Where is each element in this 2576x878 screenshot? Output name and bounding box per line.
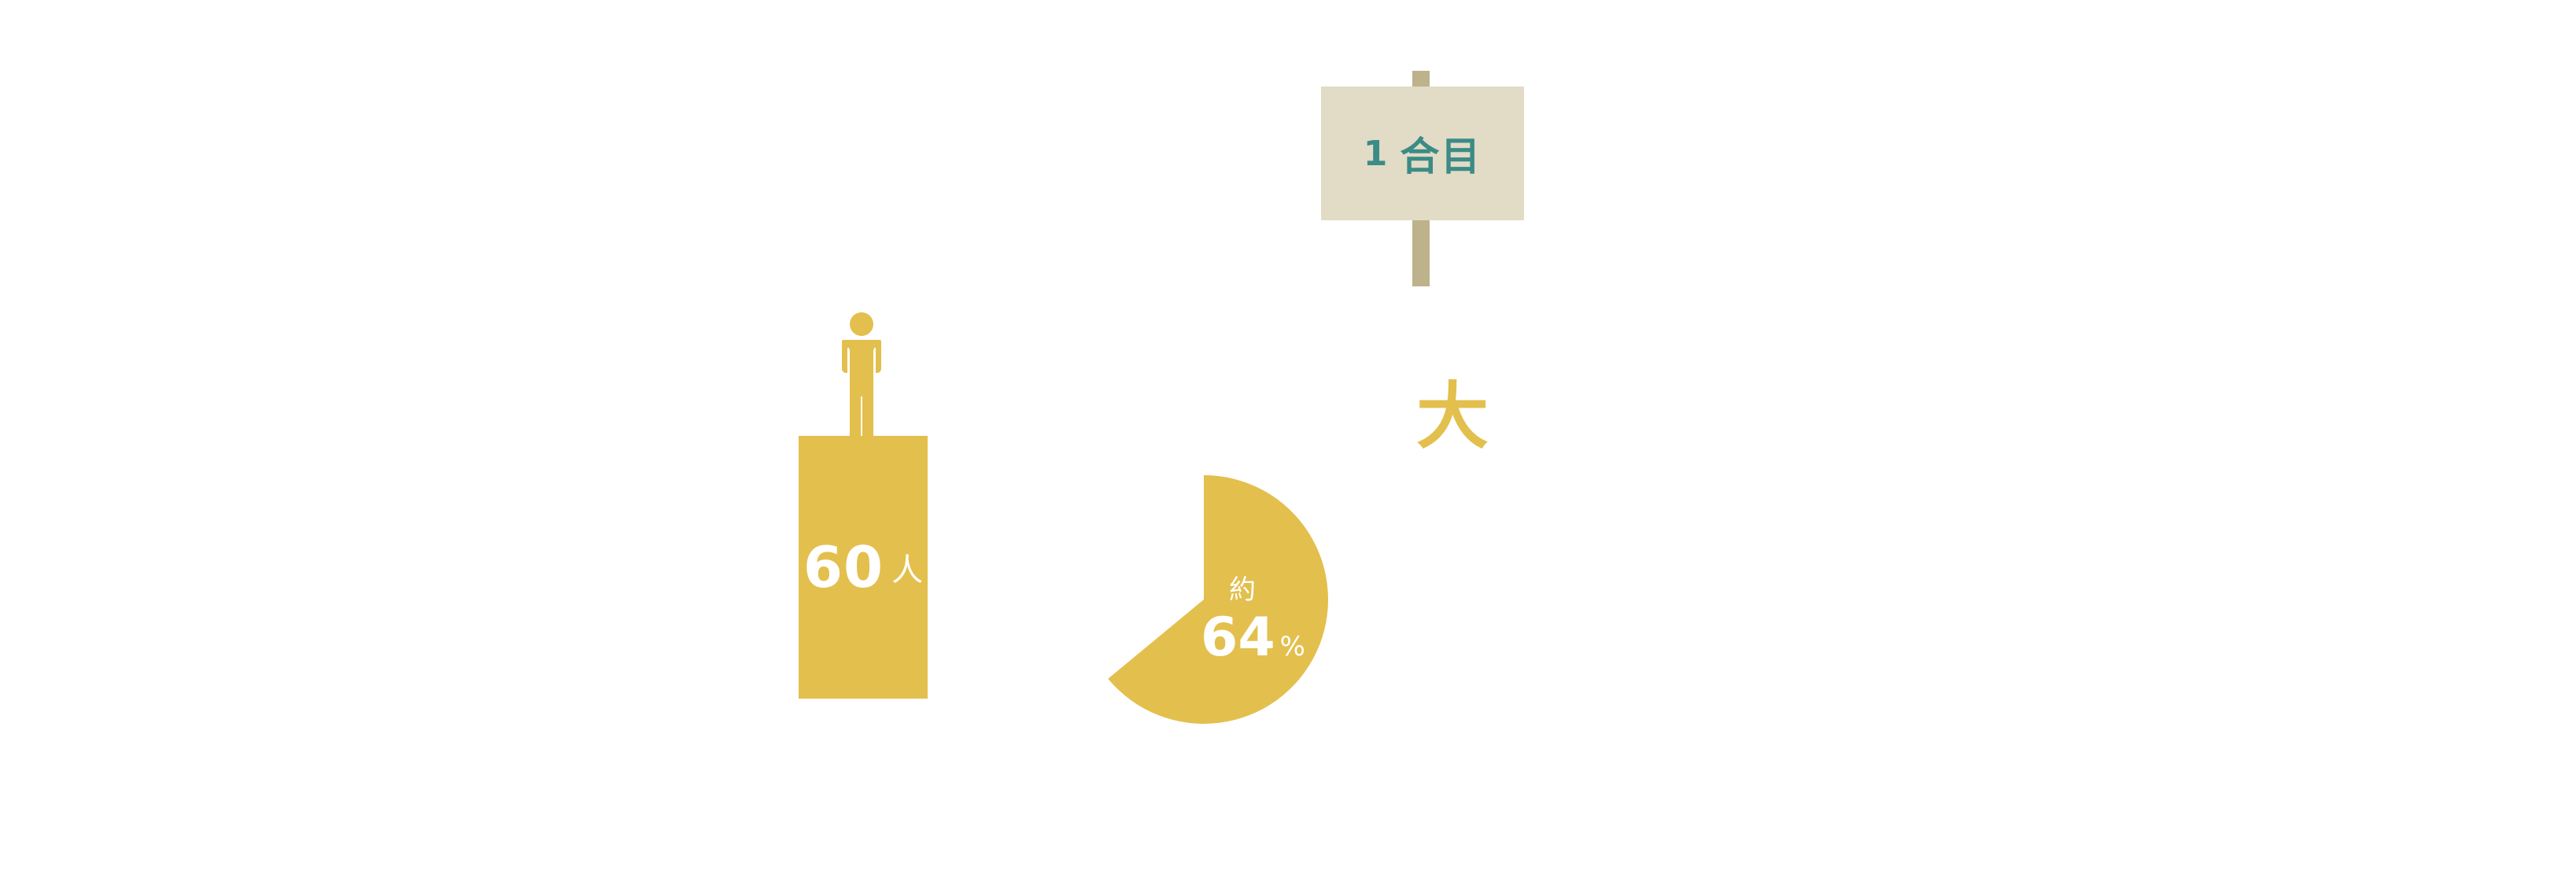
signpost-pole-bottom	[1412, 217, 1430, 286]
signpost-label: 合目	[1400, 134, 1482, 179]
pie-segment	[1108, 475, 1329, 724]
pedestal-block: 60 人	[799, 436, 928, 699]
signpost-pole-top	[1412, 71, 1430, 90]
large-character: 大	[1416, 374, 1489, 459]
pie-label: 約 64%	[1201, 568, 1305, 669]
pedestal-value: 60	[803, 534, 884, 600]
person-icon	[832, 312, 891, 436]
pie-chart	[1079, 464, 1331, 732]
pedestal-unit: 人	[891, 552, 924, 588]
pie-prefix: 約	[1229, 574, 1256, 606]
pie-unit: %	[1279, 631, 1305, 662]
pie-value: 64	[1201, 607, 1275, 669]
signpost-board: 1 合目	[1321, 87, 1524, 220]
signpost-number: 1	[1363, 133, 1388, 174]
